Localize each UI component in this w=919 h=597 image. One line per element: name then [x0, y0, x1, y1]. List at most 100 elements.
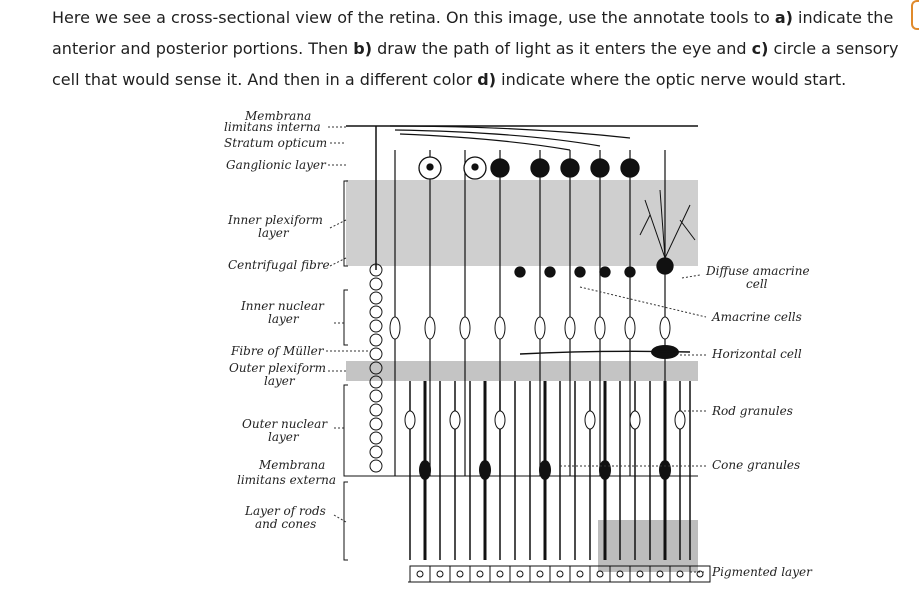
- photoreceptor: [494, 381, 506, 560]
- pigment-nucleus: [596, 570, 604, 578]
- dendrite-branch: [664, 204, 691, 259]
- instr-part-3: draw the path of light as it enters the …: [372, 39, 752, 58]
- label-inner-plexiform-1: Inner plexiform: [227, 213, 323, 227]
- label-inner-plexiform-2: layer: [258, 226, 290, 240]
- ganglion-cell-body: [560, 158, 580, 178]
- bipolar-cell-body: [594, 316, 606, 340]
- muller-segment: [369, 347, 383, 361]
- neuron-column: [424, 150, 436, 476]
- label-membrana-externa-1: Membrana: [258, 458, 325, 472]
- photoreceptor: [584, 381, 596, 560]
- instr-part-4: circle a sensory cell that would sense i…: [52, 39, 899, 89]
- label-outer-nuclear-2: layer: [268, 430, 300, 444]
- ganglion-cell-open: [418, 156, 442, 180]
- neuron-column: [560, 150, 580, 476]
- photoreceptor: [419, 381, 431, 560]
- pigment-cell: [689, 565, 711, 583]
- membrane-lines: [346, 125, 698, 477]
- pigment-cell: [569, 565, 591, 583]
- pigment-nucleus: [636, 570, 644, 578]
- neuron-column: [459, 150, 471, 476]
- instr-letter-c: c): [751, 39, 769, 58]
- photoreceptor: [479, 381, 491, 560]
- bipolar-cell-body: [389, 316, 401, 340]
- muller-segment: [369, 291, 383, 305]
- ganglion-cell-open: [463, 156, 487, 180]
- muller-segment: [369, 445, 383, 459]
- muller-segment: [369, 403, 383, 417]
- bipolar-cell-body: [564, 316, 576, 340]
- muller-segment: [369, 277, 383, 291]
- photoreceptor: [659, 381, 671, 560]
- dendrite-branch: [659, 189, 666, 259]
- annotation-panel-edge[interactable]: [911, 0, 919, 30]
- amacrine-cell-body: [514, 266, 526, 278]
- photoreceptor: [404, 381, 416, 560]
- instr-part-5: indicate where the optic nerve would sta…: [496, 70, 847, 89]
- instr-letter-a: a): [774, 8, 793, 27]
- label-rods-cones-2: and cones: [255, 517, 316, 531]
- pigment-nucleus: [616, 570, 624, 578]
- label-ganglionic-layer: Ganglionic layer: [226, 158, 327, 172]
- diffuse-amacrine-body: [656, 257, 674, 275]
- ganglion-cell-body: [490, 158, 510, 178]
- photoreceptor: [629, 381, 641, 560]
- rod-granule: [584, 410, 596, 430]
- dendrite-branch: [639, 214, 651, 236]
- pigment-cell: [409, 565, 431, 583]
- label-centrifugal-fibre: Centrifugal fibre: [228, 258, 330, 272]
- label-inner-nuclear-2: layer: [268, 312, 300, 326]
- muller-segment: [369, 389, 383, 403]
- pigment-nucleus: [416, 570, 424, 578]
- cone-granule: [539, 460, 551, 480]
- pigment-nucleus: [556, 570, 564, 578]
- photoreceptor: [599, 381, 611, 560]
- label-rods-cones-1: Layer of rods: [244, 504, 326, 518]
- label-cone-granules: Cone granules: [712, 458, 800, 472]
- bipolar-cell-body: [624, 316, 636, 340]
- instr-letter-b: b): [353, 39, 373, 58]
- instructions-text: Here we see a cross-sectional view of th…: [52, 2, 914, 95]
- pigment-cell: [489, 565, 511, 583]
- horizontal-cell-process: [519, 350, 691, 355]
- ganglion-cell-body: [590, 158, 610, 178]
- label-stratum-opticum: Stratum opticum: [224, 136, 327, 150]
- ganglion-nucleus: [426, 163, 434, 171]
- pigment-band: [598, 520, 698, 572]
- neuron-column: [530, 150, 550, 476]
- label-outer-plexiform-1: Outer plexiform: [229, 361, 326, 375]
- label-inner-nuclear-1: Inner nuclear: [240, 299, 325, 313]
- layer-brackets: [343, 180, 348, 561]
- pigment-nucleus: [536, 570, 544, 578]
- label-horizontal-cell: Horizontal cell: [711, 347, 802, 361]
- pigment-cells: [408, 565, 711, 583]
- instr-letter-d: d): [477, 70, 497, 89]
- cone-granule: [419, 460, 431, 480]
- pigment-nucleus: [476, 570, 484, 578]
- pigment-cell: [449, 565, 471, 583]
- label-fibre-muller: Fibre of Müller: [230, 344, 325, 358]
- pigment-nucleus: [456, 570, 464, 578]
- inner-plexiform-band: [346, 180, 698, 266]
- label-outer-plexiform-2: layer: [264, 374, 296, 388]
- neuron-column: [620, 150, 640, 476]
- rod-granule: [674, 410, 686, 430]
- label-limitans-externa: limitans externa: [237, 473, 336, 487]
- amacrine-cell-body: [599, 266, 611, 278]
- pigment-nucleus: [436, 570, 444, 578]
- ganglion-nucleus: [471, 163, 479, 171]
- amacrine-cell-body: [574, 266, 586, 278]
- ganglion-cell-body: [530, 158, 550, 178]
- muller-fibre: [369, 126, 383, 473]
- cone-granule: [659, 460, 671, 480]
- bipolar-cell-body: [659, 316, 671, 340]
- outer-plexiform-band: [346, 361, 698, 381]
- rod-granule: [629, 410, 641, 430]
- muller-segment: [369, 459, 383, 473]
- amacrine-cell-body: [544, 266, 556, 278]
- cone-granule: [599, 460, 611, 480]
- bipolar-cell-body: [459, 316, 471, 340]
- bipolar-cell-body: [534, 316, 546, 340]
- neuron-column: [389, 150, 401, 476]
